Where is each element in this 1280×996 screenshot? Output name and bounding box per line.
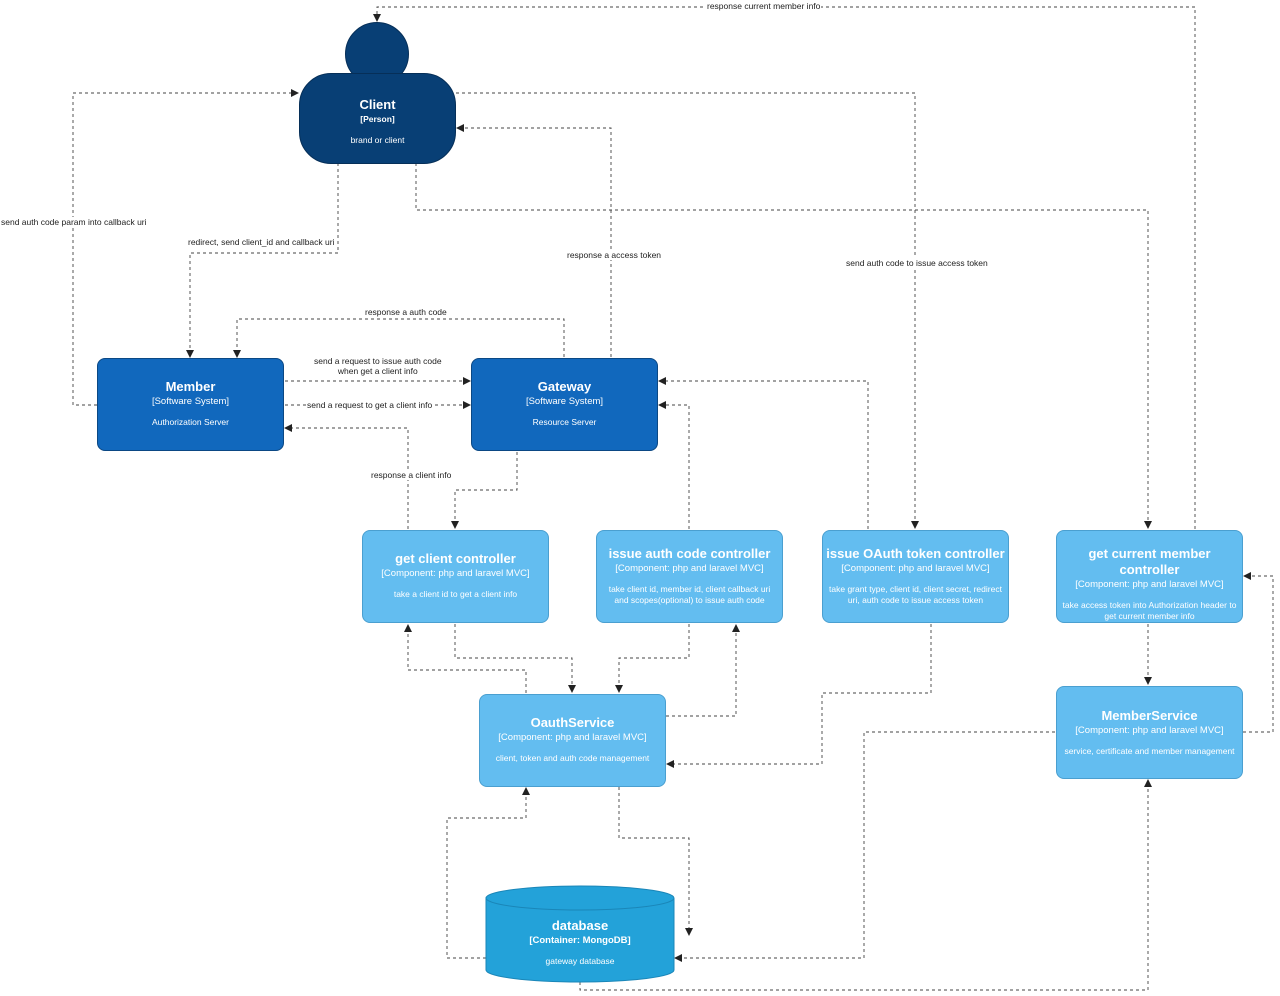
get-member-type: [Component: php and laravel MVC]: [1075, 579, 1224, 590]
edge-database-to-member-service: [579, 779, 1152, 991]
edge-issue-token-to-gateway: [658, 377, 869, 529]
edge-oauth-to-issue-auth: [666, 624, 740, 717]
get-current-member-controller-node: get current member controller [Component…: [1056, 530, 1243, 623]
label-request-issue-auth-code-line2: when get a client info: [337, 366, 418, 376]
get-client-controller-node: get client controller [Component: php an…: [362, 530, 549, 623]
oauth-service-title: OauthService: [530, 715, 615, 730]
label-request-get-client: send a request to get a client info: [306, 400, 434, 410]
issue-auth-code-controller-node: issue auth code controller [Component: p…: [596, 530, 783, 623]
issue-auth-type: [Component: php and laravel MVC]: [615, 563, 764, 574]
get-member-title: get current member controller: [1088, 546, 1211, 577]
label-request-issue-auth-code: send a request to issue auth code when g…: [313, 356, 443, 376]
issue-token-title: issue OAuth token controller: [826, 546, 1005, 561]
get-client-desc: take a client id to get a client info: [393, 589, 518, 599]
client-type: [Person]: [360, 114, 395, 124]
label-send-auth-code-callback: send auth code param into callback uri: [0, 217, 148, 227]
get-client-type: [Component: php and laravel MVC]: [381, 568, 530, 579]
label-response-client-info: response a client info: [370, 470, 453, 480]
label-send-auth-code-issue: send auth code to issue access token: [845, 258, 989, 268]
member-service-node: MemberService [Component: php and larave…: [1056, 686, 1243, 779]
client-title: Client: [359, 97, 396, 112]
edge-get-client-to-oauth: [454, 624, 576, 693]
label-response-auth-code: response a auth code: [364, 307, 448, 317]
member-service-type: [Component: php and laravel MVC]: [1075, 725, 1224, 736]
edge-client-to-get-member: [415, 163, 1152, 529]
label-redirect-client-id: redirect, send client_id and callback ur…: [187, 237, 336, 247]
member-service-desc: service, certificate and member manageme…: [1064, 746, 1235, 756]
issue-auth-desc: take client id, member id, client callba…: [608, 584, 771, 605]
issue-oauth-token-controller-node: issue OAuth token controller [Component:…: [822, 530, 1009, 623]
edge-send-auth-code-callback: [72, 89, 299, 406]
edge-oauth-to-database: [618, 787, 693, 936]
client-person: Client [Person] brand or client: [299, 22, 456, 164]
label-response-access-token: response a access token: [566, 250, 663, 260]
edge-response-auth-code: [233, 318, 565, 358]
edge-member-service-to-get-member: [1243, 572, 1274, 733]
database-cylinder: [485, 885, 675, 983]
edge-issue-auth-to-gateway: [658, 401, 690, 529]
database-node: database [Container: MongoDB] gateway da…: [486, 886, 674, 982]
label-response-current-member: response current member info: [706, 1, 822, 11]
edge-database-to-oauth: [446, 787, 530, 959]
gateway-node: Gateway [Software System] Resource Serve…: [471, 358, 658, 451]
label-request-issue-auth-code-line1: send a request to issue auth code: [314, 356, 442, 366]
database-desc: gateway database: [545, 956, 615, 966]
client-desc: brand or client: [350, 135, 405, 145]
edge-oauth-to-get-client: [404, 624, 527, 693]
edge-client-to-issue-token: [456, 92, 919, 529]
member-type: [Software System]: [151, 396, 230, 407]
edge-redirect-client-id: [186, 163, 339, 358]
gateway-type: [Software System]: [525, 396, 604, 407]
member-node: Member [Software System] Authorization S…: [97, 358, 284, 451]
get-member-desc: take access token into Authorization hea…: [1062, 600, 1237, 621]
oauth-service-desc: client, token and auth code management: [495, 753, 650, 763]
edge-member-service-to-database: [674, 731, 1055, 962]
edge-get-client-to-member: [284, 424, 409, 529]
member-desc: Authorization Server: [151, 417, 229, 427]
issue-auth-title: issue auth code controller: [608, 546, 771, 561]
edge-issue-auth-to-oauth: [615, 624, 690, 693]
client-node: Client [Person] brand or client: [299, 73, 456, 164]
database-type: [Container: MongoDB]: [529, 935, 631, 946]
issue-token-desc: take grant type, client id, client secre…: [829, 584, 1002, 605]
oauth-service-type: [Component: php and laravel MVC]: [498, 732, 647, 743]
edge-issue-token-to-oauth: [666, 624, 932, 768]
member-title: Member: [165, 379, 216, 394]
gateway-desc: Resource Server: [532, 417, 597, 427]
issue-token-type: [Component: php and laravel MVC]: [841, 563, 990, 574]
edge-gateway-to-get-client: [451, 452, 518, 529]
edge-response-access-token: [456, 124, 612, 357]
database-text: database [Container: MongoDB] gateway da…: [486, 918, 674, 967]
gateway-title: Gateway: [537, 379, 592, 394]
get-client-title: get client controller: [395, 551, 516, 566]
oauth-service-node: OauthService [Component: php and laravel…: [479, 694, 666, 787]
member-service-title: MemberService: [1101, 708, 1198, 723]
database-title: database: [551, 918, 609, 933]
